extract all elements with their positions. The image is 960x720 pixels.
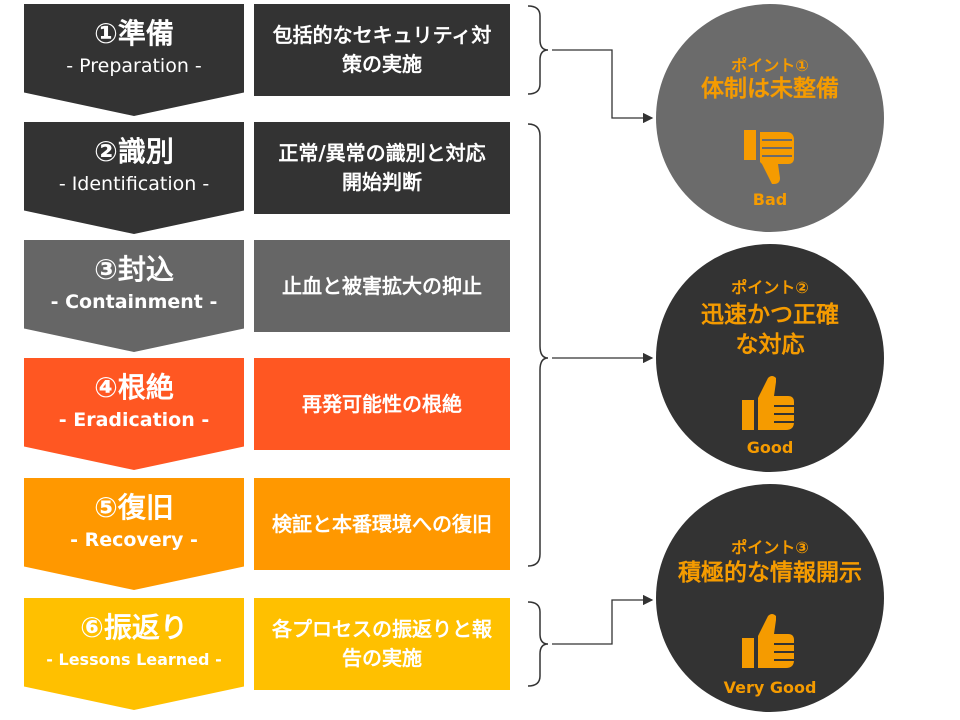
point-1-circle: ポイント① 体制は未整備 Bad [656,4,884,232]
brace-identification-to-recovery [527,123,549,567]
stage-title: ⑥振返り [80,611,188,644]
stage-subtitle: - Containment - [50,291,218,313]
thumbs-down-icon [744,130,794,184]
point-label: ポイント③ [731,538,809,557]
point-label: ポイント② [731,278,809,297]
stage-description-containment: 止血と被害拡大の抑止 [254,240,510,332]
stage-title: ③封込 [94,253,174,286]
stage-preparation: ①準備 - Preparation - [24,4,244,116]
stage-subtitle: - Preparation - [66,55,202,77]
thumbs-up-icon [742,614,794,668]
point-2-circle: ポイント② 迅速かつ正確な対応 Good [656,244,884,472]
stage-subtitle: - Lessons Learned - [46,650,222,669]
stage-description-identification: 正常/異常の識別と対応開始判断 [254,122,510,214]
stage-description-preparation: 包括的なセキュリティ対策の実施 [254,4,510,96]
point-title: 迅速かつ正確な対応 [701,302,839,358]
stage-subtitle: - Identification - [58,173,210,195]
stage-containment: ③封込 - Containment - [24,240,244,352]
point-title: 積極的な情報開示 [678,560,862,586]
connector-arrow-point-1 [552,49,654,124]
stage-description-lessons-learned: 各プロセスの振返りと報告の実施 [254,598,510,690]
point-rating: Bad [752,190,788,209]
point-label: ポイント① [731,56,809,75]
stage-title: ②識別 [94,135,174,168]
description-text: 各プロセスの振返りと報告の実施 [272,617,492,670]
stage-title: ⑤復旧 [94,491,174,524]
stage-lessons-learned: ⑥振返り - Lessons Learned - [24,598,244,710]
connector-arrow-point-3 [552,594,654,645]
point-title: 体制は未整備 [701,76,839,102]
description-text: 検証と本番環境への復旧 [272,511,492,536]
stage-title: ①準備 [94,17,174,50]
stage-title: ④根絶 [94,371,174,404]
stage-eradication: ④根絶 - Eradication - [24,358,244,470]
description-text: 再発可能性の根絶 [302,391,462,416]
stage-subtitle: - Eradication - [58,409,210,431]
point-rating: Good [746,438,794,457]
stage-description-eradication: 再発可能性の根絶 [254,358,510,450]
stage-subtitle: - Recovery - [70,529,198,551]
point-3-circle: ポイント③ 積極的な情報開示 Very Good [656,484,884,712]
thumbs-up-icon [742,376,794,430]
point-rating: Very Good [723,678,817,697]
description-text: 正常/異常の識別と対応開始判断 [278,141,486,194]
stage-identification: ②識別 - Identification - [24,122,244,234]
brace-preparation [527,5,549,95]
stage-description-recovery: 検証と本番環境への復旧 [254,478,510,570]
description-text: 止血と被害拡大の抑止 [282,273,482,298]
stage-recovery: ⑤復旧 - Recovery - [24,478,244,590]
description-text: 包括的なセキュリティ対策の実施 [272,23,492,76]
brace-lessons-learned [527,601,549,687]
